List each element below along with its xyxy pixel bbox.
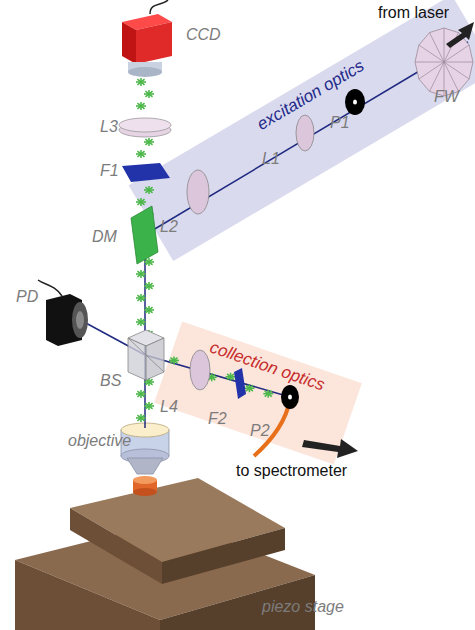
fluorescence-ray	[137, 151, 144, 157]
fluorescence-ray	[137, 415, 144, 421]
ccd-camera	[122, 0, 172, 77]
sample-base	[133, 488, 157, 496]
fluorescence-ray	[145, 259, 152, 265]
fluorescence-ray	[170, 358, 177, 364]
wheel-spoke	[419, 45, 444, 62]
fluorescence-dot	[136, 78, 146, 86]
part-label: to spectrometer	[236, 462, 347, 480]
part-label: F1	[100, 162, 119, 180]
part-label: L4	[160, 398, 178, 416]
lens-l1	[296, 115, 314, 151]
fluorescence-dot	[144, 138, 154, 146]
wheel-spoke	[430, 62, 445, 91]
fluorescence-ray	[227, 374, 234, 380]
fluorescence-ray	[137, 391, 144, 397]
pd-cable	[38, 280, 62, 296]
wheel-spoke	[444, 62, 459, 91]
bs-diagonal	[128, 338, 164, 372]
beam-splitter	[128, 330, 164, 380]
fluorescence-dot	[136, 270, 146, 278]
part-label: objective	[68, 432, 131, 450]
ccd-side	[136, 22, 172, 64]
part-label: P1	[330, 114, 350, 132]
pd-face	[72, 302, 88, 338]
fluorescence-ray	[137, 199, 144, 205]
wheel-spoke	[444, 45, 469, 62]
part-label: PD	[16, 288, 38, 306]
wheel-spoke	[415, 62, 444, 63]
dichroic-mirror	[131, 206, 158, 264]
part-label: F2	[208, 410, 227, 428]
part-label: DM	[92, 228, 117, 246]
pinhole-hole	[288, 395, 292, 400]
fluorescence-dot	[144, 282, 154, 290]
part-label: BS	[100, 372, 121, 390]
stage-front	[15, 560, 160, 630]
ccd-lens-face	[128, 67, 162, 77]
ccd-cable	[150, 0, 168, 14]
fluorescence-dot	[169, 356, 179, 364]
pd-sensor	[76, 311, 84, 329]
fluorescence-dot	[136, 102, 146, 110]
pinhole-p1	[345, 89, 365, 115]
fluorescence-ray	[145, 139, 152, 145]
part-label: L2	[160, 218, 178, 236]
part-label: CCD	[186, 26, 221, 44]
wheel-spoke	[444, 62, 469, 79]
fluorescence-ray	[137, 79, 144, 85]
ccd-front	[122, 22, 136, 64]
fluorescence-ray	[145, 91, 152, 97]
part-label: from laser	[378, 4, 449, 22]
fluorescence-dot	[144, 90, 154, 98]
fluorescence-ray	[145, 187, 152, 193]
stage-front	[70, 508, 162, 584]
fluorescence-ray	[246, 385, 253, 391]
fluorescence-ray	[137, 271, 144, 277]
fluorescence-dot	[144, 186, 154, 194]
fluorescence-dot	[136, 414, 146, 422]
photodiode	[38, 280, 88, 346]
fluorescence-dot	[263, 390, 273, 398]
fluorescence-dot	[136, 390, 146, 398]
fluorescence-ray	[265, 391, 272, 397]
fluorescence-ray	[145, 403, 152, 409]
part-label: piezo stage	[262, 598, 344, 616]
fluorescence-dot	[144, 306, 154, 314]
wheel-spoke	[419, 62, 444, 79]
fluorescence-ray	[137, 319, 144, 325]
pinhole-hole	[353, 100, 357, 105]
lens-l3	[119, 118, 171, 132]
fluorescence-dot	[244, 384, 254, 392]
stage-side	[162, 528, 285, 584]
lens-l4	[190, 350, 210, 390]
fluorescence-ray	[145, 307, 152, 313]
fluorescence-dot	[136, 318, 146, 326]
wheel-spoke	[444, 62, 473, 63]
optics-band: collection optics	[154, 321, 362, 464]
fluorescence-dot	[136, 198, 146, 206]
part-label: FW	[434, 88, 459, 106]
fluorescence-ray	[137, 103, 144, 109]
fluorescence-dot	[136, 150, 146, 158]
lens-l2	[187, 170, 209, 214]
sample-top	[133, 476, 157, 484]
fluorescence-dot	[144, 402, 154, 410]
bs-face	[146, 338, 164, 380]
wheel-spoke	[430, 33, 445, 62]
pinhole-p2	[281, 385, 299, 409]
fluorescence-dot	[136, 294, 146, 302]
band-title: collection optics	[207, 333, 329, 396]
objective-nose	[127, 458, 163, 474]
sample	[133, 476, 157, 496]
part-label: L3	[100, 118, 118, 136]
fluorescence-dot	[226, 373, 236, 381]
fluorescence-ray	[137, 295, 144, 301]
part-label: P2	[250, 422, 270, 440]
wheel-spoke	[444, 28, 445, 62]
bs-face	[128, 338, 146, 380]
fluorescence-ray	[145, 283, 152, 289]
part-label: L1	[262, 150, 280, 168]
